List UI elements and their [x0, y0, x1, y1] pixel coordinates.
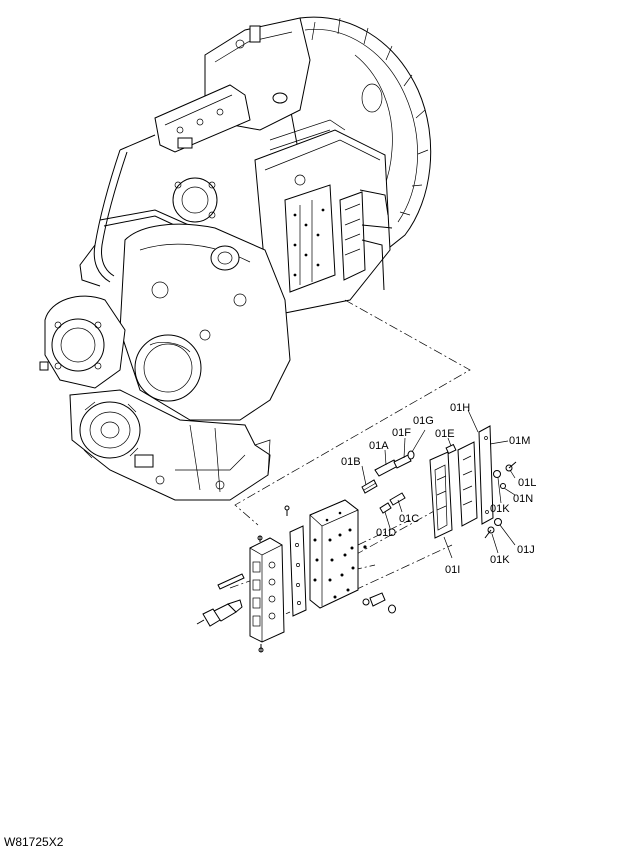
label-01i: 01I [445, 564, 460, 576]
transmission-assembly [39, 16, 432, 501]
label-01e: 01E [435, 428, 455, 440]
label-01g: 01G [413, 415, 434, 427]
label-01a: 01A [369, 440, 389, 452]
drawing-code: W81725X2 [4, 835, 64, 849]
label-01l: 01L [518, 477, 536, 489]
label-01h: 01H [450, 402, 470, 414]
label-01b: 01B [341, 456, 361, 468]
exploded-components [196, 425, 517, 653]
label-01j: 01J [517, 544, 535, 556]
label-01c: 01C [399, 513, 419, 525]
label-01n: 01N [513, 493, 533, 505]
label-01k-lower: 01K [490, 554, 510, 566]
label-01k-upper: 01K [490, 503, 510, 515]
label-01f: 01F [392, 427, 411, 439]
label-01d: 01D [376, 527, 396, 539]
part-labels: 01A 01B 01C 01D 01E 01F 01G 01H 01I 01J … [341, 402, 536, 576]
leader-lines [361, 409, 516, 559]
label-01m: 01M [509, 435, 530, 447]
